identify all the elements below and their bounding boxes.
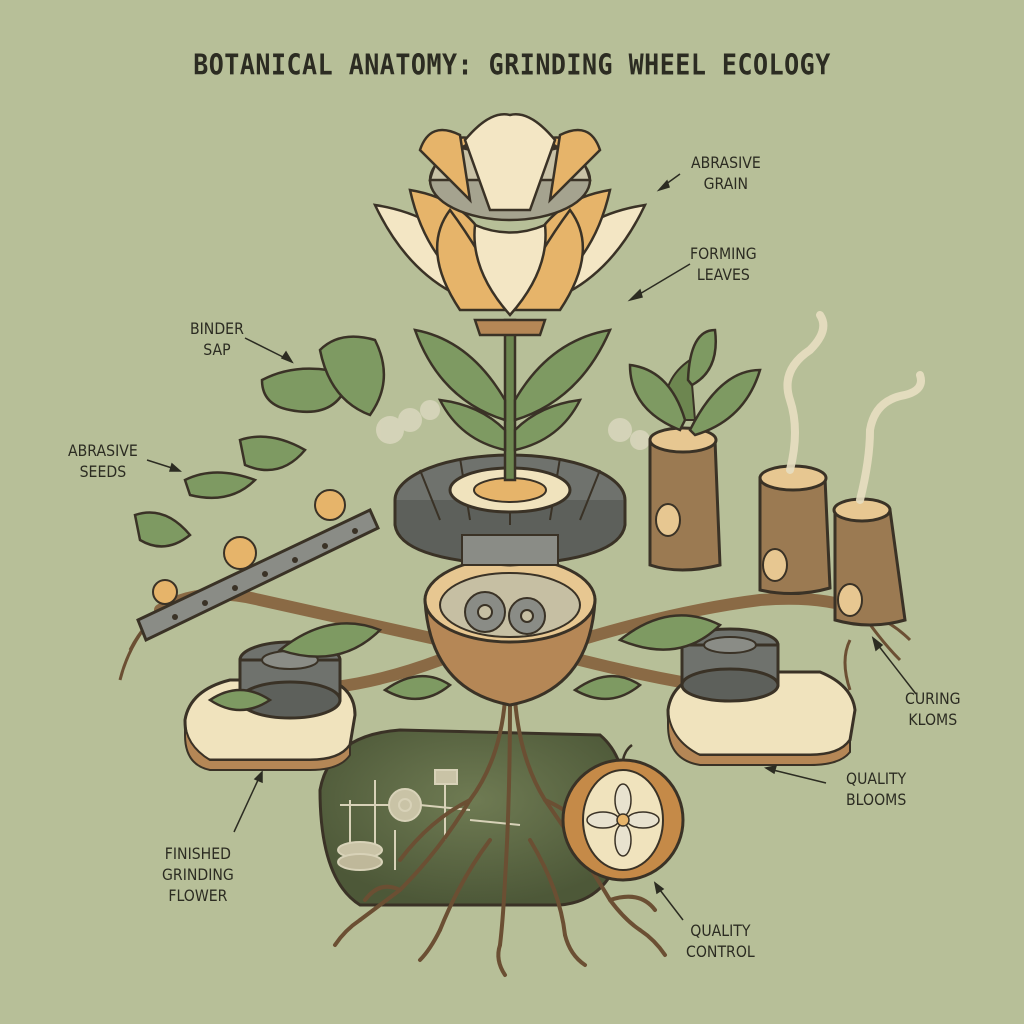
curing-kloms	[628, 311, 925, 627]
abrasive-grain-flower	[372, 113, 648, 337]
bloom-icon	[586, 783, 660, 857]
annotation-arrows	[146, 173, 917, 921]
stump-1	[628, 328, 762, 572]
smoke-plumes	[783, 311, 925, 504]
label-abrasive-seeds: ABRASIVE SEEDS	[68, 441, 138, 481]
label-curing-kloms: CURING KLOMS	[905, 689, 961, 729]
quality-control-fruit	[561, 743, 685, 882]
machinery	[337, 769, 521, 871]
label-finished-grinding-flower: FINISHED GRINDING FLOWER	[162, 844, 234, 905]
flower-stem	[503, 318, 517, 482]
central-gear-bowl	[423, 556, 597, 707]
steam-puffs	[376, 400, 650, 450]
label-quality-blooms: QUALITY BLOOMS	[846, 769, 907, 809]
page-title: BOTANICAL ANATOMY: GRINDING WHEEL ECOLOG…	[193, 47, 831, 82]
stump-3	[832, 497, 907, 627]
label-abrasive-grain: ABRASIVE GRAIN	[691, 153, 761, 193]
label-binder-sap: BINDER SAP	[190, 319, 244, 359]
binder-sap-leaves	[133, 335, 386, 548]
abrasive-seed-clusters	[152, 489, 346, 605]
abrasive-seed-conveyor	[136, 489, 380, 643]
stump-2	[758, 464, 832, 596]
ground-leaves	[207, 614, 723, 712]
label-forming-leaves: FORMING LEAVES	[690, 244, 757, 284]
forming-leaves	[413, 328, 613, 452]
gear-icon	[464, 591, 546, 635]
underground-machinery-chamber	[318, 728, 628, 907]
label-quality-control: QUALITY CONTROL	[686, 921, 755, 961]
segmented-stone-wheel	[393, 453, 627, 567]
left-grinding-wheel-base	[183, 640, 357, 771]
right-grinding-wheel-base	[666, 627, 857, 766]
